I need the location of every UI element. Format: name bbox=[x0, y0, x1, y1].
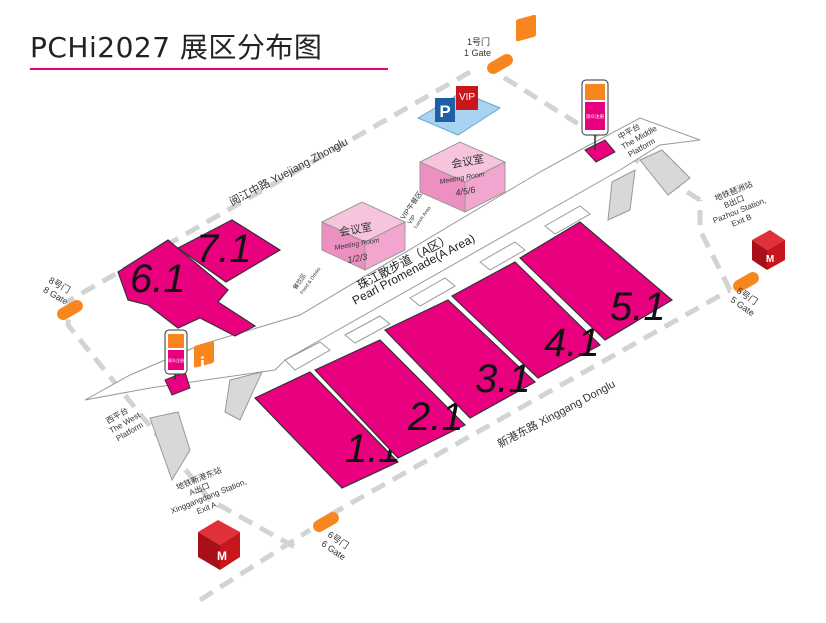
main-corridor bbox=[84, 117, 701, 401]
metro-pazhou-exit-b[interactable]: 地铁琶洲站 B出口 Pazhou Station, Exit B M bbox=[704, 176, 785, 270]
metro-icon: M bbox=[766, 254, 774, 265]
food-drinks-label: 餐饮区 Food & Drinks bbox=[291, 266, 323, 296]
hall-3-1[interactable]: 3.1 bbox=[383, 299, 537, 419]
metro-cube-top bbox=[752, 230, 785, 250]
meeting-room-456-right bbox=[464, 161, 506, 213]
gate-1-marker bbox=[487, 54, 513, 74]
vip-lunch-en1: VIP bbox=[407, 214, 417, 225]
gate-6[interactable]: 6号门 6 Gate bbox=[311, 510, 354, 562]
meeting-room-4-5-6[interactable]: 会议室 Meeting Room 4/5/6 bbox=[418, 141, 507, 213]
sign-panel bbox=[585, 102, 605, 130]
west-platform-registration bbox=[164, 371, 191, 396]
connector-3 bbox=[409, 277, 456, 307]
hall-7-1-label: 7.1 bbox=[196, 227, 252, 271]
info-point-west[interactable]: i bbox=[194, 341, 214, 374]
visitor-icon bbox=[168, 334, 184, 348]
metro-cube-right bbox=[767, 240, 785, 270]
registration-cn: 观众注册 bbox=[168, 357, 184, 363]
path-south-road bbox=[328, 287, 732, 518]
page-title: PCHi2027 展区分布图 bbox=[30, 31, 323, 64]
connector-2 bbox=[344, 315, 391, 344]
hall-4-1-shape bbox=[450, 261, 602, 379]
hall-7-1[interactable]: 7.1 bbox=[176, 219, 282, 283]
vip-label: VIP bbox=[459, 92, 475, 103]
path-south-exit bbox=[198, 527, 312, 603]
walkway-west bbox=[149, 411, 191, 482]
hall-5-1[interactable]: 5.1 bbox=[519, 221, 674, 341]
walkways bbox=[149, 149, 691, 482]
metro-cube-left bbox=[198, 532, 220, 570]
hall-6-1[interactable]: 6.1 bbox=[117, 239, 257, 337]
metro-cube-left bbox=[752, 240, 767, 270]
hall-1-1-shape bbox=[253, 371, 400, 489]
meeting-room-456-num: 4/5/6 bbox=[455, 185, 476, 198]
perimeter-paths bbox=[65, 69, 733, 603]
info-icon: i bbox=[200, 354, 205, 374]
registration-sign-west[interactable]: 观众注册 bbox=[164, 329, 188, 380]
gate-1-en: 1 Gate bbox=[464, 48, 491, 58]
path-west-north bbox=[65, 69, 472, 553]
title-underline bbox=[30, 68, 388, 70]
hall-4-1[interactable]: 4.1 bbox=[450, 261, 602, 379]
meeting-room-123-num: 1/2/3 bbox=[347, 252, 368, 265]
metro-icon: M bbox=[217, 549, 227, 563]
walkway-middle-2 bbox=[639, 149, 691, 196]
hall-4-1-label: 4.1 bbox=[544, 321, 600, 365]
gate-1[interactable]: 1号门 1 Gate bbox=[464, 36, 515, 76]
path-east-side bbox=[498, 72, 702, 203]
hall-2-1-shape bbox=[313, 339, 467, 459]
gate-1-cn: 1号门 bbox=[467, 36, 490, 47]
gate-8-marker bbox=[57, 300, 83, 320]
connector-5 bbox=[544, 205, 591, 235]
parking-icon: P bbox=[439, 102, 450, 121]
hall-3-1-label: 3.1 bbox=[475, 357, 531, 401]
parking-sign bbox=[435, 98, 455, 122]
sign-panel bbox=[168, 350, 184, 370]
registration-cn: 观众注册 bbox=[586, 113, 604, 120]
vip-sign bbox=[456, 86, 478, 110]
connector-4 bbox=[479, 241, 526, 271]
walkway-west-2 bbox=[224, 371, 263, 421]
exhibition-halls: 6.1 7.1 1.1 2.1 3.1 4.1 5.1 bbox=[117, 219, 674, 489]
visitor-icon bbox=[585, 84, 605, 100]
meeting-room-1-2-3[interactable]: 会议室 Meeting Room 1/2/3 bbox=[320, 201, 407, 271]
gate-5[interactable]: 5号门 5 Gate bbox=[729, 270, 764, 318]
connector-1 bbox=[284, 341, 331, 371]
hall-5-1-shape bbox=[519, 221, 674, 341]
parking-vip-area[interactable]: P VIP bbox=[416, 86, 502, 136]
road-north-label: 阅江中路 Yuejiang Zhonglu bbox=[227, 135, 350, 208]
metro-cube-top bbox=[198, 520, 240, 545]
west-platform-label: 西平台 The West Platform bbox=[104, 405, 145, 443]
registration-sign-middle[interactable]: 观众注册 bbox=[581, 79, 609, 150]
middle-platform-registration bbox=[584, 139, 616, 163]
info-point-middle[interactable]: i bbox=[516, 14, 536, 184]
hall-6-1-shape bbox=[117, 239, 257, 337]
hall-3-1-shape bbox=[383, 299, 537, 419]
meeting-room-123-right bbox=[364, 221, 406, 271]
gate-5-marker bbox=[733, 272, 759, 292]
gate-6-marker bbox=[313, 512, 339, 532]
hall-7-1-shape bbox=[176, 219, 282, 283]
info-box-middle bbox=[516, 14, 536, 42]
hall-5-1-label: 5.1 bbox=[610, 285, 666, 329]
info-box-west bbox=[194, 341, 214, 368]
hall-connectors bbox=[284, 205, 591, 371]
metro-cube-right bbox=[220, 532, 240, 570]
hall-6-1-label: 6.1 bbox=[130, 257, 186, 301]
walkway-middle-1 bbox=[607, 169, 636, 221]
info-icon: i bbox=[523, 164, 528, 184]
gate-8[interactable]: 8号门 8 Gate bbox=[42, 274, 86, 322]
